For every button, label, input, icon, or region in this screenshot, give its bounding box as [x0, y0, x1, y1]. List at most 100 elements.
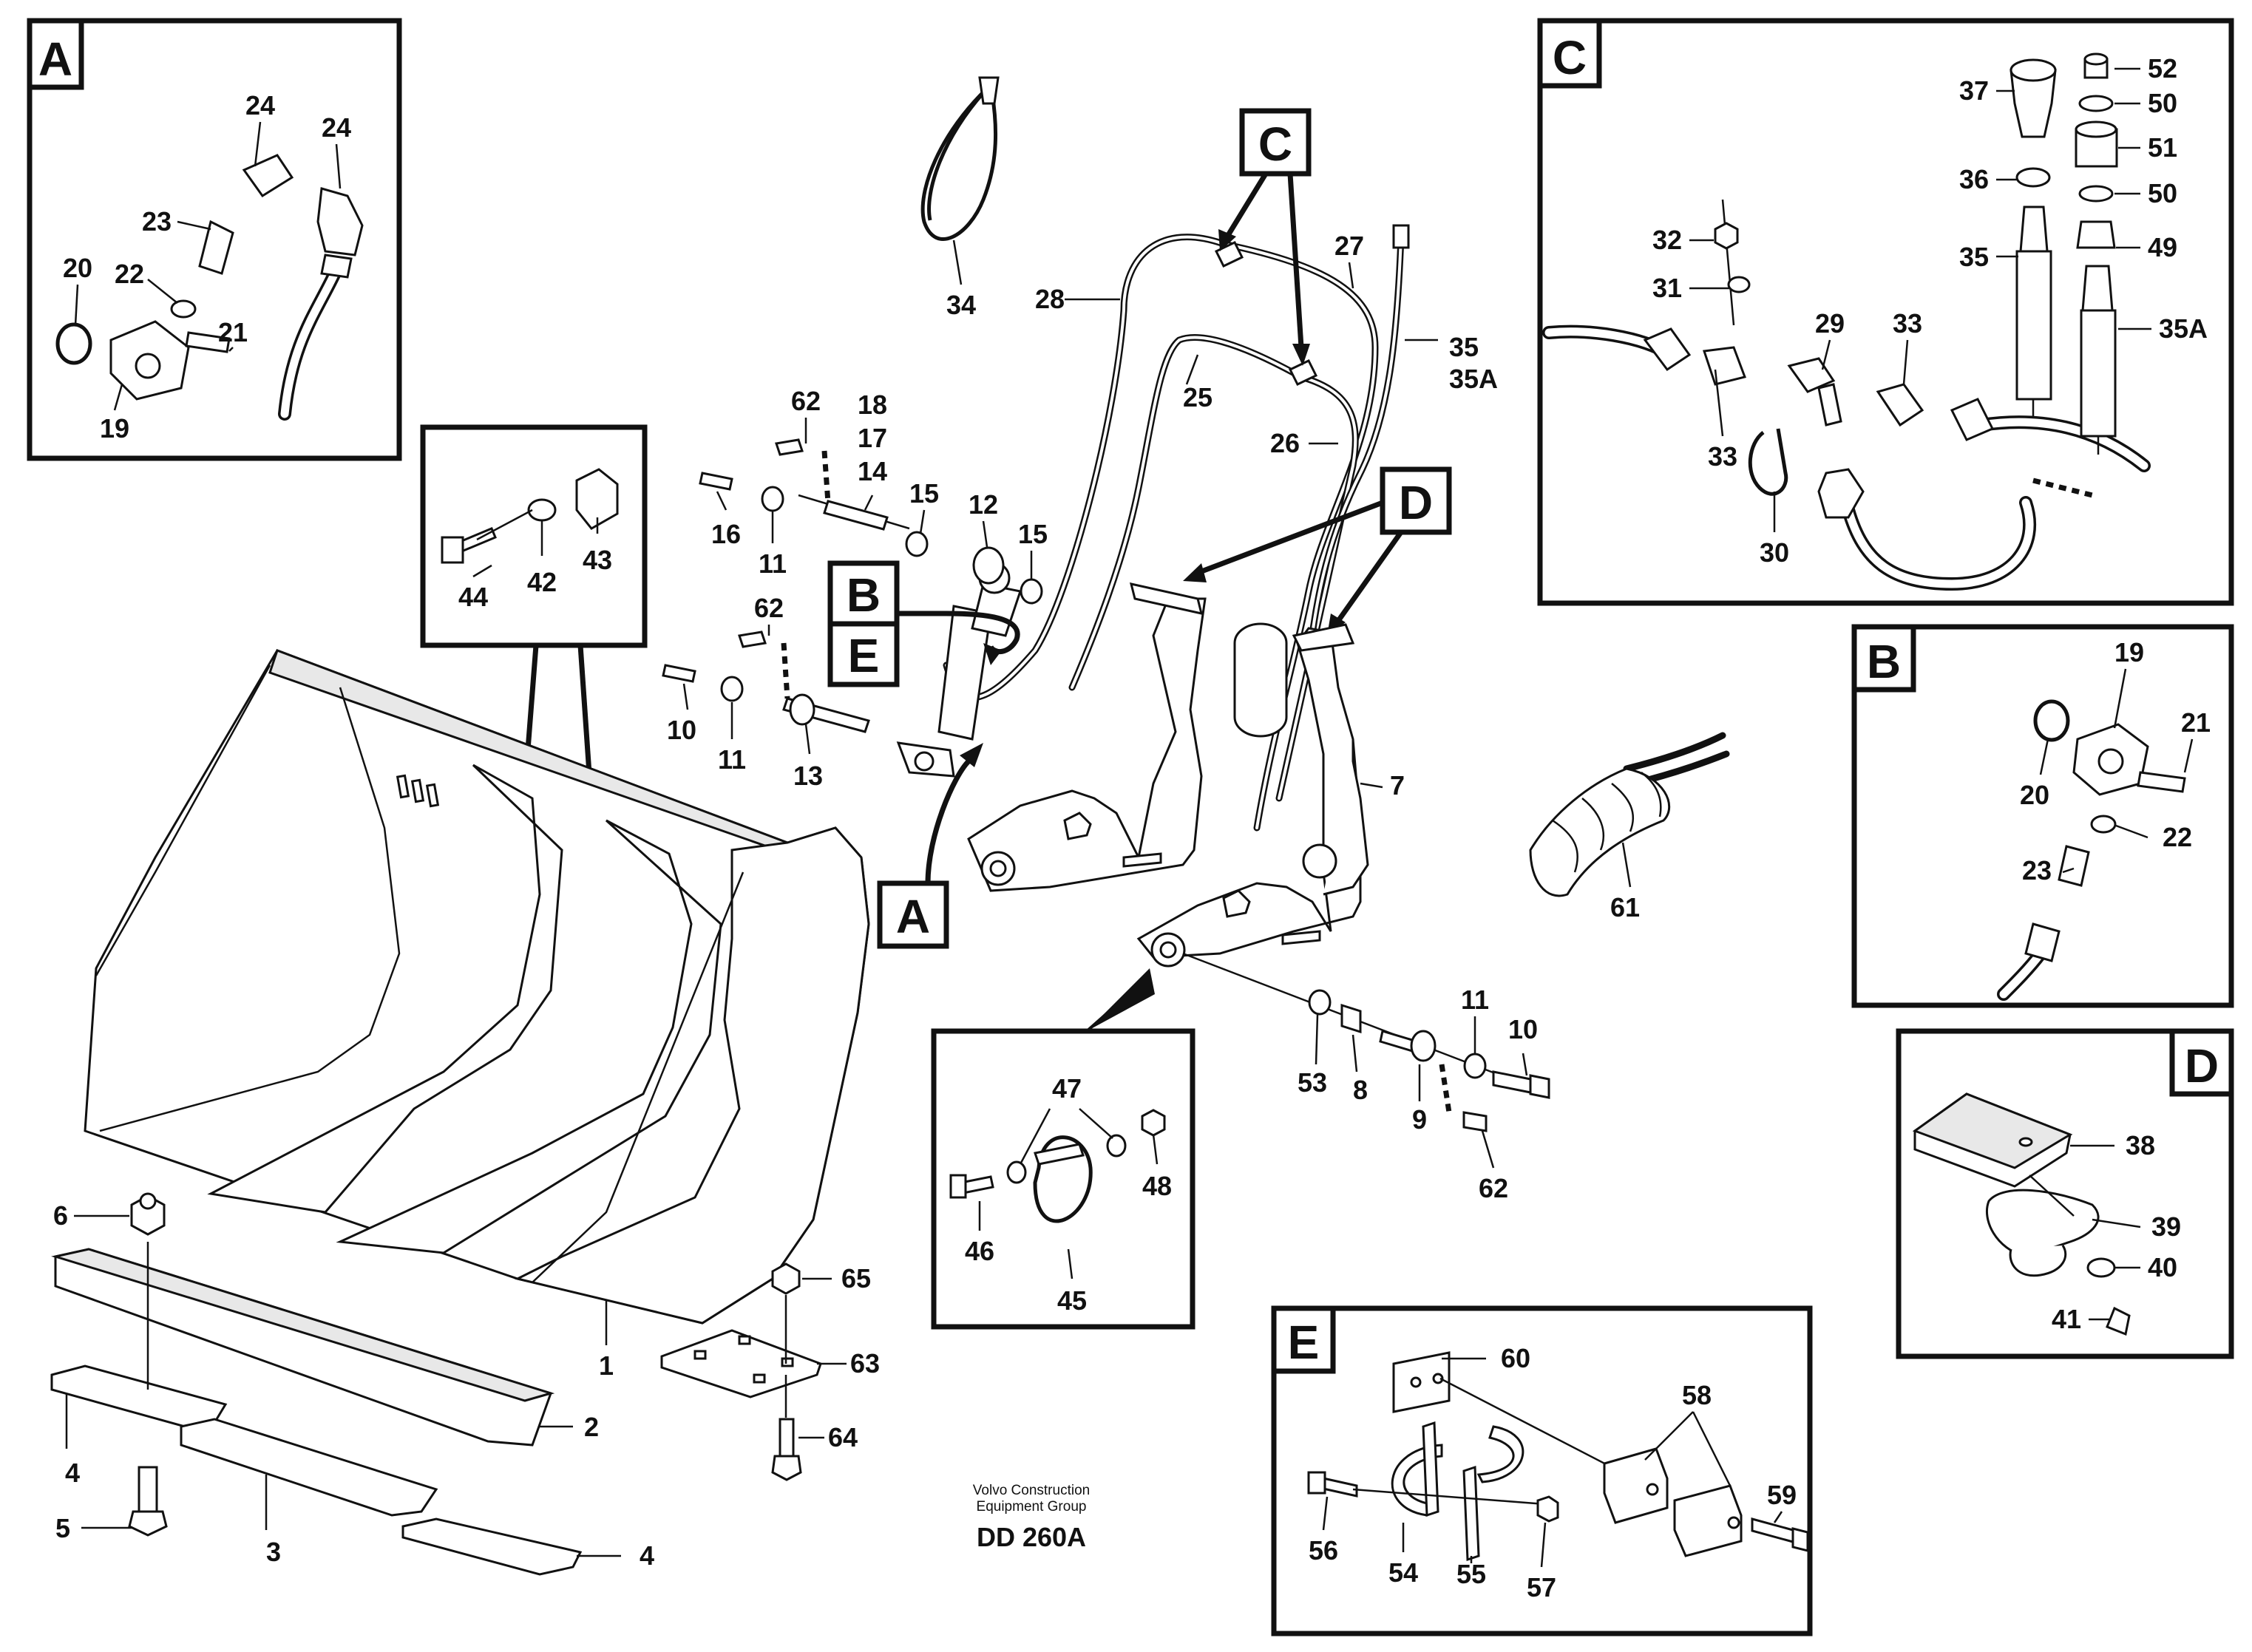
tag-c-letter: C [1258, 118, 1292, 171]
tag-c: C [1218, 108, 1312, 366]
detail-e-letter: E [1288, 1316, 1320, 1369]
callout-51: 51 [2148, 132, 2177, 163]
callout-29: 29 [1815, 308, 1845, 339]
callout-4: 4 [640, 1540, 654, 1571]
callout-4: 4 [65, 1458, 80, 1488]
callout-11: 11 [759, 548, 787, 579]
tag-e: E [827, 621, 900, 687]
callout-49: 49 [2148, 232, 2177, 262]
callout-50: 50 [2148, 178, 2177, 208]
cylinder-assembly: 62 18 17 14 15 12 15 16 11 62 10 11 13 [662, 386, 1048, 791]
callout-61: 61 [1610, 892, 1640, 922]
detail-a-panel: A 24 24 23 22 21 20 19 [27, 18, 402, 461]
callout-57: 57 [1527, 1572, 1556, 1602]
callout-20: 20 [63, 253, 92, 283]
callout-16: 16 [711, 519, 741, 549]
callout-50: 50 [2148, 88, 2177, 118]
callout-22: 22 [2163, 822, 2192, 852]
callout-54: 54 [1388, 1557, 1418, 1588]
callout-53: 53 [1298, 1067, 1327, 1098]
lower-pin-group: 53 8 9 11 10 62 [1182, 952, 1550, 1203]
callout-56: 56 [1309, 1535, 1338, 1566]
bucket: 1 [84, 649, 870, 1381]
callout-5: 5 [55, 1513, 70, 1543]
callout-23: 23 [142, 206, 172, 237]
callout-6: 6 [53, 1200, 68, 1231]
callout-24: 24 [322, 112, 351, 143]
callout-17: 17 [858, 423, 887, 453]
callout-35: 35 [1959, 242, 1989, 272]
callout-42: 42 [527, 567, 557, 597]
callout-8: 8 [1353, 1075, 1368, 1105]
tag-b: B [827, 560, 900, 627]
callout-21: 21 [218, 317, 248, 347]
callout-13: 13 [793, 761, 823, 791]
detail-d-letter: D [2185, 1039, 2219, 1092]
credit-line-2: Equipment Group [977, 1499, 1087, 1515]
callout-35A: 35A [1449, 364, 1498, 394]
callout-22: 22 [115, 259, 144, 289]
callout-47: 47 [1052, 1073, 1082, 1104]
callout-3: 3 [266, 1537, 281, 1567]
callout-12: 12 [969, 489, 998, 520]
callout-7: 7 [1390, 770, 1405, 800]
callout-14: 14 [858, 456, 887, 486]
tag-d: D [1183, 466, 1452, 636]
callout-20: 20 [2020, 780, 2049, 810]
callout-36: 36 [1959, 164, 1989, 194]
callout-2: 2 [584, 1412, 599, 1442]
detail-a-letter: A [38, 33, 72, 86]
wear-plate: 65 63 64 [660, 1262, 880, 1481]
callout-38: 38 [2126, 1130, 2155, 1160]
callout-18: 18 [858, 390, 887, 420]
callout-62: 62 [791, 386, 821, 416]
callout-25: 25 [1183, 382, 1213, 412]
callout-52: 52 [2148, 53, 2177, 84]
callout-27: 27 [1334, 231, 1364, 261]
tag-b-letter: B [847, 568, 881, 622]
callout-44: 44 [458, 582, 488, 612]
callout-31: 31 [1652, 273, 1682, 303]
fastener-detail-box: 44 42 43 [420, 424, 648, 820]
quick-coupler: 7 [967, 582, 1405, 968]
callout-9: 9 [1412, 1104, 1427, 1135]
hydraulic-lines: 28 25 27 35 35A 26 [943, 224, 1498, 832]
callout-32: 32 [1652, 225, 1682, 255]
detail-c-letter: C [1553, 31, 1587, 84]
tag-d-letter: D [1399, 476, 1433, 529]
detail-e-panel: E 60 58 59 56 [1271, 1305, 1813, 1636]
callout-1: 1 [599, 1350, 614, 1381]
callout-28: 28 [1035, 284, 1065, 314]
callout-26: 26 [1270, 428, 1300, 458]
callout-19: 19 [100, 413, 129, 443]
cable-tie: 34 [920, 76, 1000, 320]
callout-34: 34 [946, 290, 976, 320]
callout-43: 43 [583, 545, 612, 575]
callout-23: 23 [2022, 855, 2052, 886]
callout-33: 33 [1893, 308, 1922, 339]
callout-41: 41 [2052, 1304, 2081, 1334]
callout-39: 39 [2151, 1211, 2181, 1242]
callout-62: 62 [1479, 1173, 1508, 1203]
callout-45: 45 [1057, 1285, 1087, 1316]
callout-48: 48 [1142, 1171, 1172, 1201]
protective-sleeve: 61 [1529, 732, 1730, 922]
callout-15: 15 [909, 478, 939, 509]
callout-40: 40 [2148, 1252, 2177, 1282]
pin-lock-detail: 47 48 46 45 [931, 968, 1195, 1330]
callout-11: 11 [718, 744, 746, 775]
callout-30: 30 [1760, 537, 1789, 568]
drawing-code: DD 260A [977, 1522, 1086, 1552]
callout-24: 24 [245, 90, 275, 120]
callout-33: 33 [1708, 441, 1737, 472]
callout-19: 19 [2114, 637, 2144, 667]
callout-35A: 35A [2159, 313, 2208, 344]
drawing-credit: Volvo Construction Equipment Group DD 26… [973, 1483, 1090, 1552]
callout-37: 37 [1959, 75, 1989, 106]
callout-10: 10 [667, 715, 696, 745]
callout-10: 10 [1508, 1014, 1538, 1044]
cutting-edges: 6 2 4 5 3 4 [50, 1192, 654, 1576]
detail-c-panel: C [1537, 18, 2234, 606]
tag-a-letter: A [896, 890, 930, 943]
callout-65: 65 [841, 1263, 871, 1294]
